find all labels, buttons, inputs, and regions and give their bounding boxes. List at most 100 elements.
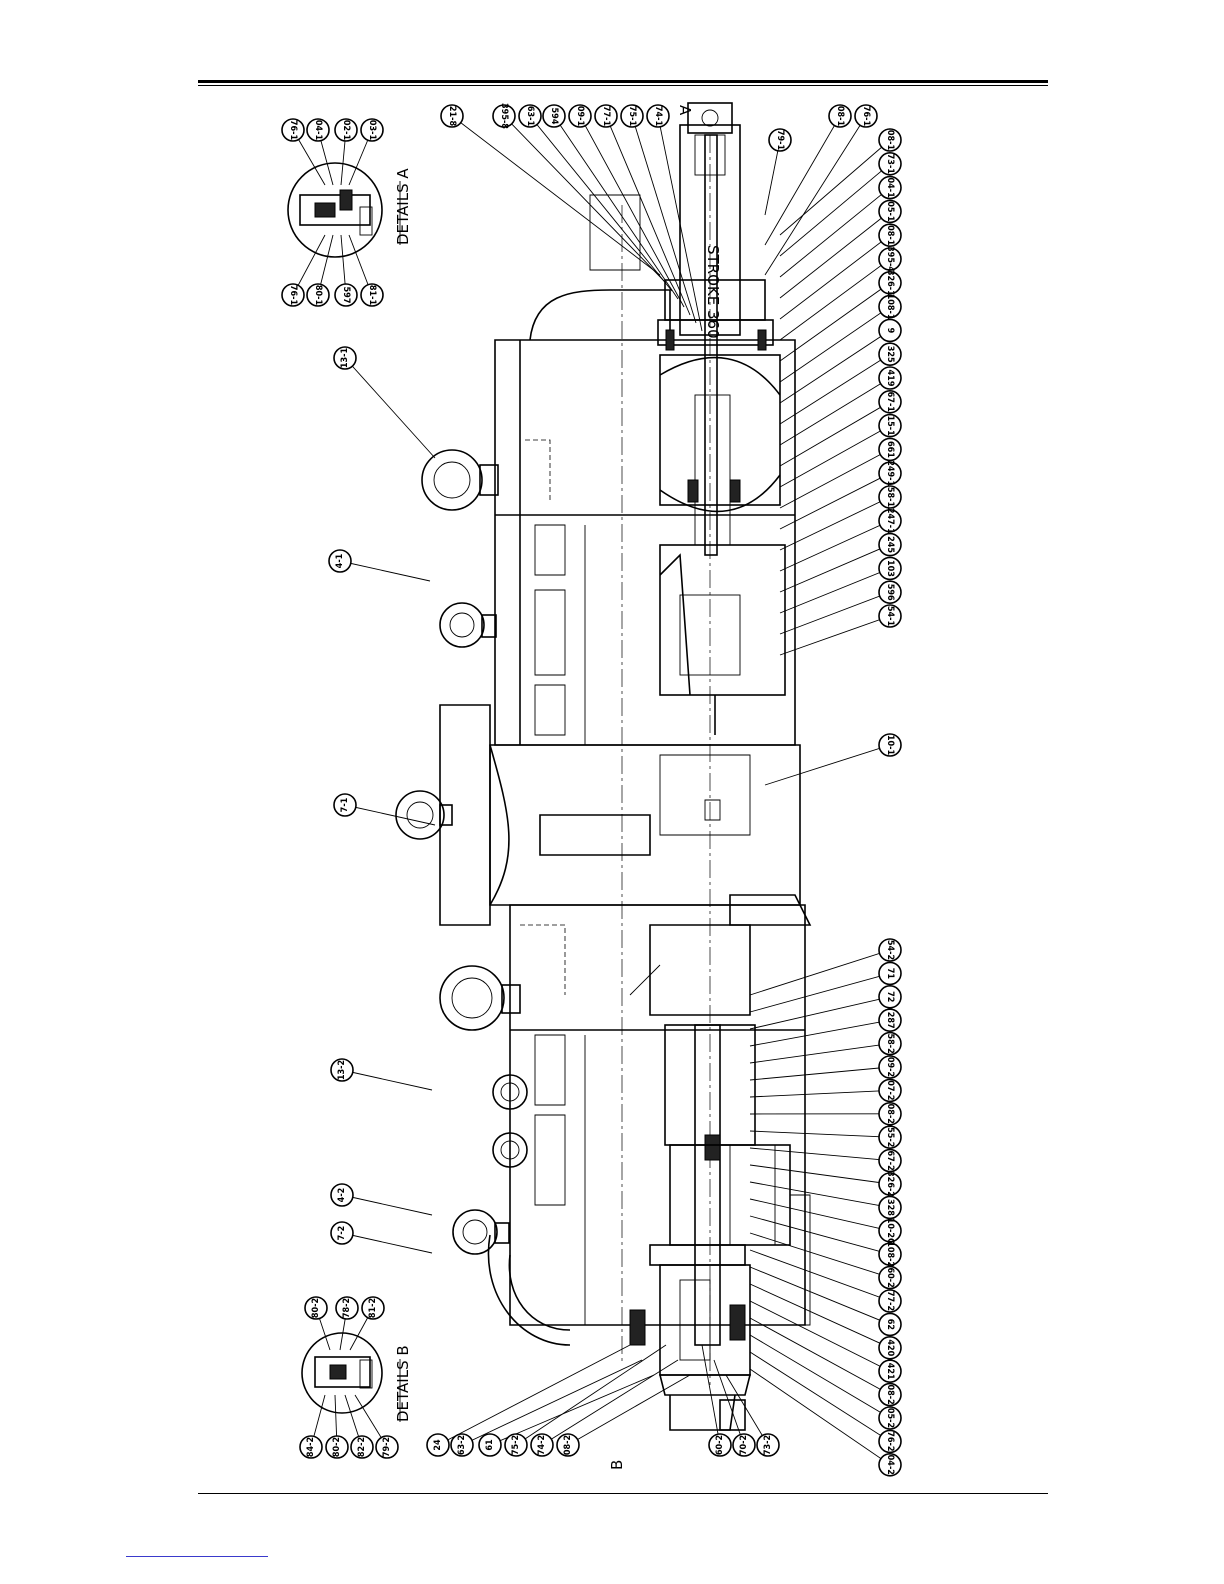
leader-line [567, 1374, 691, 1446]
part-balloon: 08-1 [878, 223, 902, 247]
balloon-circle [335, 1296, 359, 1320]
leader-line [749, 1089, 891, 1098]
balloon-label: 4-2 [337, 1188, 347, 1203]
part-balloon: 79-2 [375, 1435, 399, 1459]
balloon-circle [878, 532, 902, 557]
header-rule-thin [198, 85, 1048, 86]
balloon-label: 79-1 [775, 130, 785, 151]
part-balloon: 04-1 [878, 175, 902, 200]
balloon-circle [530, 1433, 554, 1457]
balloon-circle [646, 104, 670, 128]
details-a-title: DETAILS A [394, 168, 412, 245]
balloon-circle [542, 104, 566, 128]
part-balloon: 72 [878, 984, 902, 1009]
balloon-label: 421 [885, 1363, 895, 1380]
balloon-label: 09-2 [885, 1057, 895, 1077]
leader-line [749, 1164, 891, 1185]
details-b-title: DETAILS B [394, 1345, 412, 1422]
leader-line [657, 115, 703, 332]
balloon-circle [878, 175, 902, 200]
balloon-circle [878, 556, 902, 581]
balloon-circle [878, 1453, 902, 1477]
part-balloon: 77-1 [594, 104, 618, 128]
part-balloon: 420 [878, 1336, 902, 1360]
part-balloon: 326-2 [878, 1171, 902, 1197]
balloon-label: 24 [433, 1439, 443, 1451]
balloon-circle [325, 1435, 349, 1459]
part-balloon: 395-4 [878, 246, 902, 272]
balloon-circle [708, 1433, 732, 1457]
balloon-circle [878, 342, 902, 367]
leader-line [779, 282, 891, 362]
pump-cross-section-drawing: STROKE 360 [281, 102, 902, 1477]
part-balloon: 61 [478, 1433, 502, 1457]
footer-rule [198, 1493, 1048, 1494]
leader-line [779, 567, 891, 614]
balloon-label: 77-2 [885, 1291, 895, 1311]
part-balloon: 81-2 [361, 1296, 385, 1320]
leader-line [779, 591, 891, 635]
balloon-label: 07-2 [885, 1080, 895, 1100]
balloon-circle [878, 247, 902, 271]
balloon-circle [878, 366, 902, 390]
balloon-label: 4-1 [335, 553, 345, 568]
leader-line [515, 1344, 667, 1446]
balloon-circle [878, 1429, 902, 1454]
part-balloon: 76-1 [854, 104, 878, 128]
leader-line [749, 1368, 891, 1466]
leader-line [749, 1043, 891, 1064]
leader-line [341, 1069, 433, 1091]
balloon-label: 09-1 [575, 106, 585, 127]
balloon-label: 63-1 [525, 106, 535, 127]
balloon-circle [878, 437, 902, 462]
part-balloon: 21-8 [440, 104, 464, 128]
balloon-label: 08-1 [885, 225, 895, 246]
leader-line [341, 1194, 433, 1216]
balloon-circle [281, 283, 305, 307]
balloon-label: 77-1 [601, 106, 611, 127]
balloon-label: 10-2C [885, 1218, 895, 1244]
balloon-label: 73-2 [763, 1435, 773, 1455]
balloon-label: 21-8 [447, 106, 457, 127]
balloon-circle [878, 1336, 902, 1360]
part-balloon: 7-1 [333, 793, 357, 817]
balloon-circle [478, 1433, 502, 1457]
leader-line [749, 1266, 891, 1325]
part-balloon: 74-2 [530, 1433, 554, 1457]
balloon-circle [518, 104, 542, 128]
balloon-label: 7-2 [337, 1226, 347, 1241]
leader-line [749, 1019, 891, 1047]
balloon-label: 328 [885, 1199, 895, 1216]
balloon-label: 04-1 [885, 177, 895, 198]
part-balloon: 103 [878, 556, 902, 581]
balloon-label: 54-1 [885, 606, 895, 627]
balloon-circle [878, 604, 902, 628]
balloon-circle [361, 1296, 385, 1320]
part-balloon: 08-1 [878, 128, 902, 152]
balloon-label: 81-1 [367, 285, 377, 306]
balloon-circle [360, 118, 384, 142]
part-balloon: 84-2 [299, 1435, 323, 1459]
lower-shaft-assembly [629, 1024, 811, 1431]
footer-link-underline[interactable] [126, 1556, 268, 1557]
balloon-circle [450, 1433, 474, 1457]
part-balloon: 63-1 [518, 104, 542, 128]
part-balloon: 24 [426, 1433, 450, 1457]
leader-line [779, 377, 891, 446]
leader-line [437, 1344, 631, 1446]
balloon-circle [878, 152, 902, 176]
leader-line [764, 744, 891, 786]
part-balloon: 75-1 [620, 104, 644, 128]
leader-line [344, 357, 436, 459]
balloon-label: 78-2 [342, 1298, 352, 1318]
part-balloon: 77-2 [878, 1289, 902, 1313]
leader-line [764, 115, 867, 276]
leader-line [579, 115, 685, 308]
leader-line [779, 234, 891, 320]
balloon-label: 84-2 [306, 1437, 316, 1457]
balloon-label: 60-2 [885, 1267, 895, 1287]
balloon-circle [854, 104, 878, 128]
balloon-circle [306, 118, 330, 142]
balloon-label: 79-2 [382, 1437, 392, 1457]
balloon-circle [492, 104, 516, 128]
